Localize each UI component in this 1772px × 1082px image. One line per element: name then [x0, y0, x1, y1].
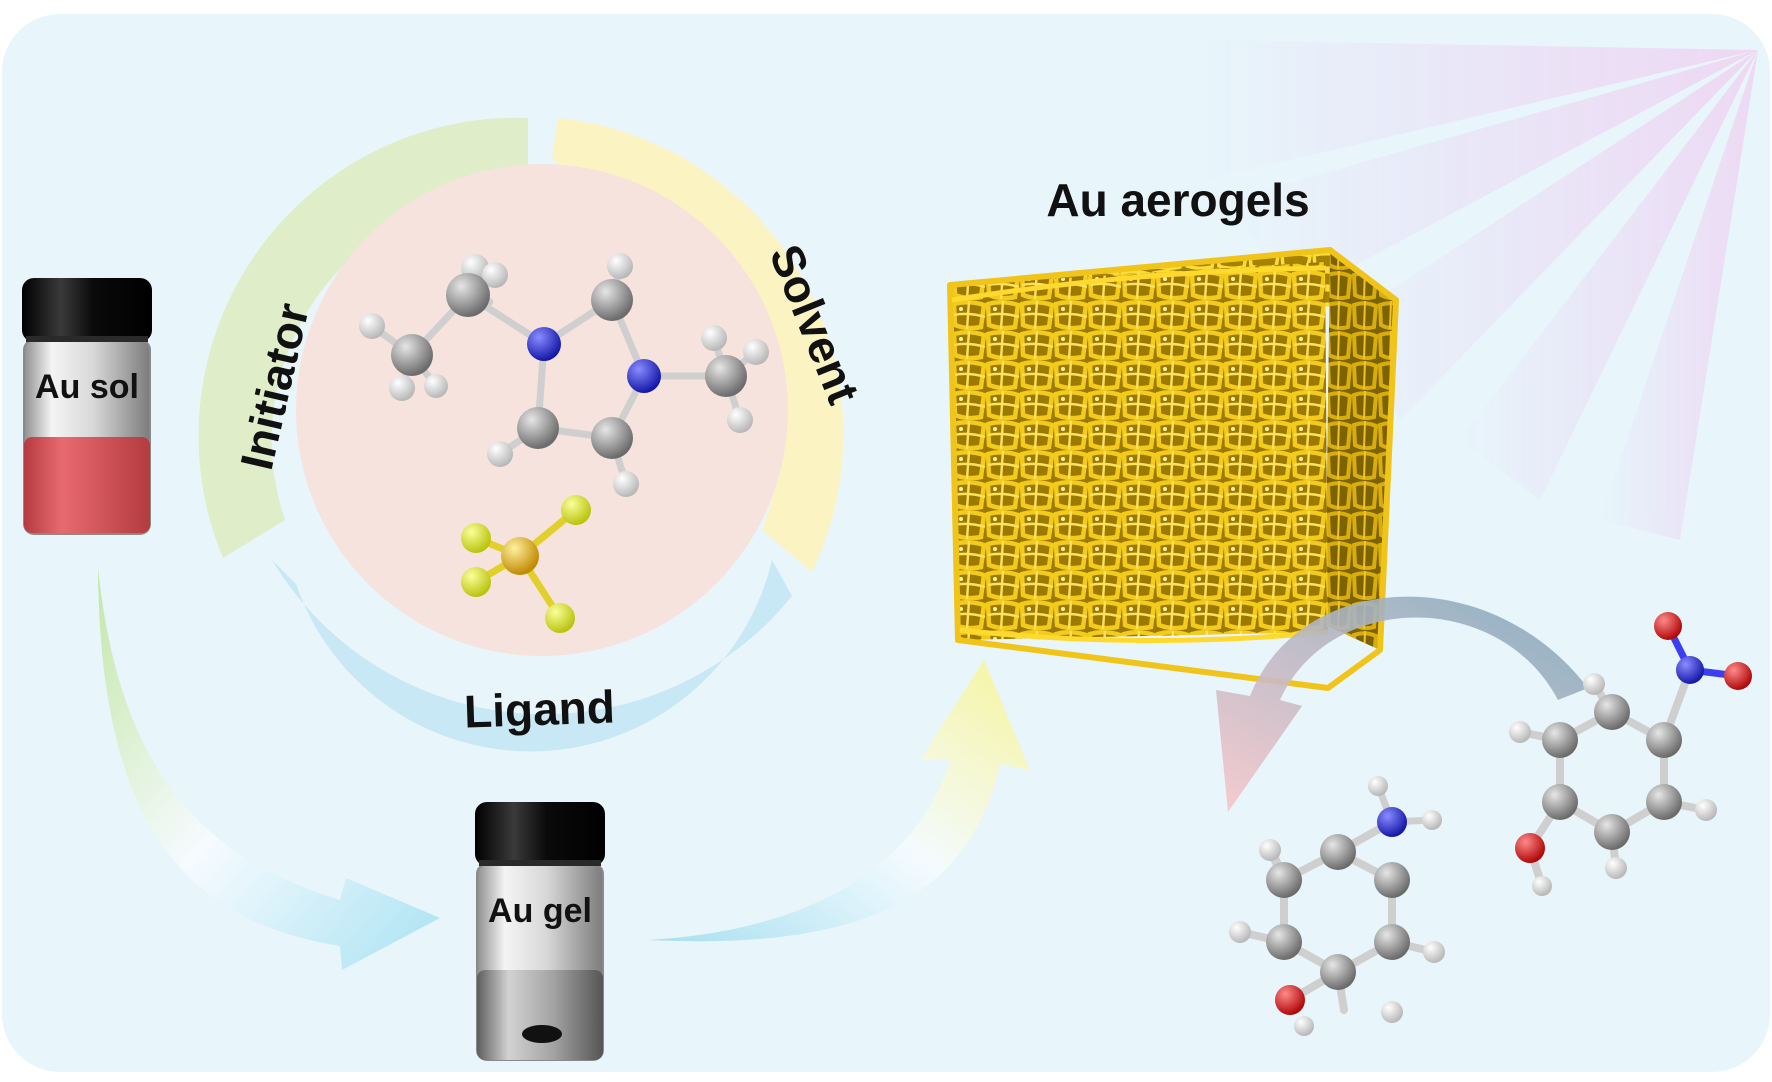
flow-arrow-icon: [98, 568, 440, 970]
au-aerogels-label: Au aerogels: [1046, 174, 1309, 226]
au-gel-vial-icon: [475, 802, 605, 1061]
au-sol-label: Au sol: [35, 368, 139, 406]
ionic-liquid-molecule-icon: [359, 253, 769, 497]
light-rays-icon: [1200, 40, 1758, 540]
bf4-anion-icon: [461, 495, 591, 633]
aminophenol-molecule-icon: [1229, 776, 1445, 1036]
ligand-arc: [272, 560, 792, 752]
au-gel-label: Au gel: [488, 892, 592, 930]
au-sol-vial-icon: [22, 278, 152, 535]
flow-arrow-icon: [1216, 596, 1588, 812]
solvent-arc: [552, 118, 844, 572]
ligand-label: Ligand: [463, 680, 615, 737]
flow-arrow-icon: [648, 660, 1030, 942]
nitrophenol-molecule-icon: [1509, 612, 1752, 896]
initiator-arc: [198, 117, 528, 558]
gold-aerogel-cube-icon: [947, 247, 1399, 691]
